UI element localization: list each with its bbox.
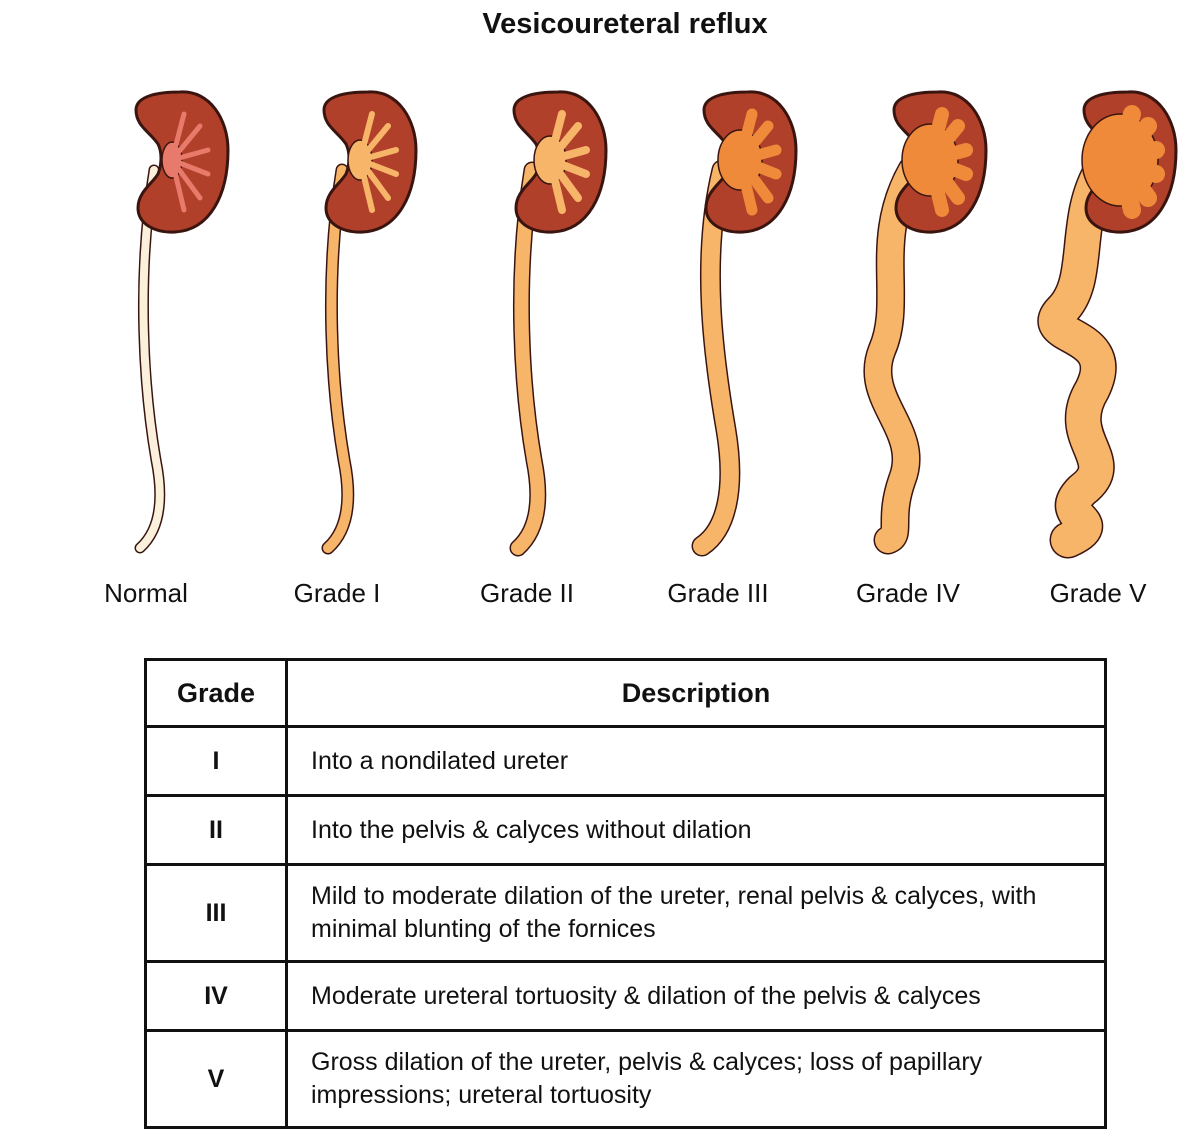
kidney-grade-4 [863,90,988,555]
description-cell: Into the pelvis & calyces without dilati… [285,794,1107,866]
description-cell: Into a nondilated ureter [285,725,1107,797]
grading-table: Grade Description I Into a nondilated ur… [144,658,1107,1129]
grade-cell: II [144,794,288,866]
table-row: IV Moderate ureteral tortuosity & dilati… [144,960,1107,1032]
header-description: Description [285,658,1107,728]
kidney-normal [134,90,230,554]
diagram-title: Vesicoureteral reflux [482,8,768,40]
label-grade-5: Grade V [1049,578,1147,608]
kidney-grade-1 [321,90,418,555]
grade-cell: V [144,1029,288,1129]
label-grade-3: Grade III [667,578,769,608]
table-row: I Into a nondilated ureter [144,725,1107,797]
description-cell: Moderate ureteral tortuosity & dilation … [285,960,1107,1032]
label-grade-2: Grade II [480,578,574,608]
table-row: II Into the pelvis & calyces without dil… [144,794,1107,866]
table-row: III Mild to moderate dilation of the ure… [144,863,1107,963]
grade-cell: I [144,725,288,797]
description-cell: Gross dilation of the ureter, pelvis & c… [285,1029,1107,1129]
table-row: V Gross dilation of the ureter, pelvis &… [144,1029,1107,1129]
kidney-grade-5 [1037,90,1178,559]
grade-cell: III [144,863,288,963]
header-grade: Grade [144,658,288,728]
label-grade-4: Grade IV [855,578,961,608]
kidney-grade-2 [509,90,608,557]
grade-cell: IV [144,960,288,1032]
description-cell: Mild to moderate dilation of the ureter,… [285,863,1107,963]
label-normal: Normal [104,578,188,608]
kidney-grade-3 [691,90,798,557]
table-header-row: Grade Description [144,658,1107,728]
label-grade-1: Grade I [293,578,381,608]
kidney-illustrations [134,90,1178,559]
